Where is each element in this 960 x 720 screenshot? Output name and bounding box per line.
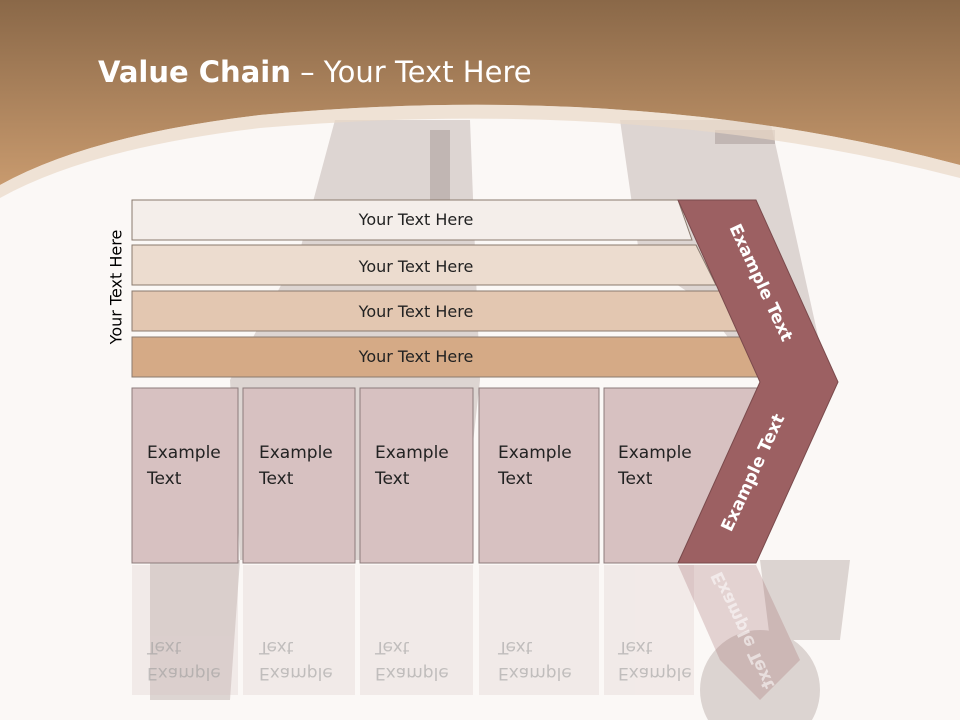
column-reflections bbox=[132, 565, 694, 695]
column-5-line-2: Text bbox=[618, 469, 653, 489]
header-band bbox=[0, 0, 960, 198]
column-3-line-2: Text bbox=[375, 469, 410, 489]
column-text-2: Example Text bbox=[259, 440, 333, 492]
row-band-3: Your Text Here bbox=[131, 290, 741, 332]
column-text-reflection-2: Example Text bbox=[259, 637, 333, 683]
column-text-reflection-5: Example Text bbox=[618, 637, 692, 683]
row-band-1: Your Text Here bbox=[131, 199, 693, 241]
row-label-2: Your Text Here bbox=[358, 257, 474, 276]
row-band-2: Your Text Here bbox=[131, 244, 717, 286]
row-label-4: Your Text Here bbox=[358, 347, 474, 366]
column-4-line-2: Text bbox=[498, 469, 533, 489]
column-text-5: Example Text bbox=[618, 440, 692, 492]
row-label-1: Your Text Here bbox=[358, 210, 474, 229]
column-text-4: Example Text bbox=[498, 440, 572, 492]
column-text-1: Example Text bbox=[147, 440, 221, 492]
column-1-line-2: Text bbox=[147, 469, 182, 489]
column-box-3 bbox=[359, 387, 474, 564]
column-2-line-2: Text bbox=[259, 469, 294, 489]
title-bold: Value Chain bbox=[98, 55, 291, 89]
column-text-reflection-3: Example Text bbox=[375, 637, 449, 683]
column-box-2 bbox=[242, 387, 356, 564]
chevron-arrow bbox=[677, 199, 839, 564]
chevron-reflection bbox=[678, 565, 800, 700]
row-label-3: Your Text Here bbox=[358, 302, 474, 321]
column-1-line-1: Example bbox=[147, 443, 221, 463]
column-text-3: Example Text bbox=[375, 440, 449, 492]
column-box-1 bbox=[131, 387, 239, 564]
column-5-line-1: Example bbox=[618, 443, 692, 463]
column-3-line-1: Example bbox=[375, 443, 449, 463]
column-2-line-1: Example bbox=[259, 443, 333, 463]
column-box-4 bbox=[478, 387, 600, 564]
column-text-reflection-1: Example Text bbox=[147, 637, 221, 683]
row-band-4: Your Text Here bbox=[131, 336, 765, 378]
column-4-line-1: Example bbox=[498, 443, 572, 463]
page-title: Value Chain – Your Text Here bbox=[98, 55, 532, 89]
title-rest: – Your Text Here bbox=[290, 55, 532, 89]
column-text-reflection-4: Example Text bbox=[498, 637, 572, 683]
